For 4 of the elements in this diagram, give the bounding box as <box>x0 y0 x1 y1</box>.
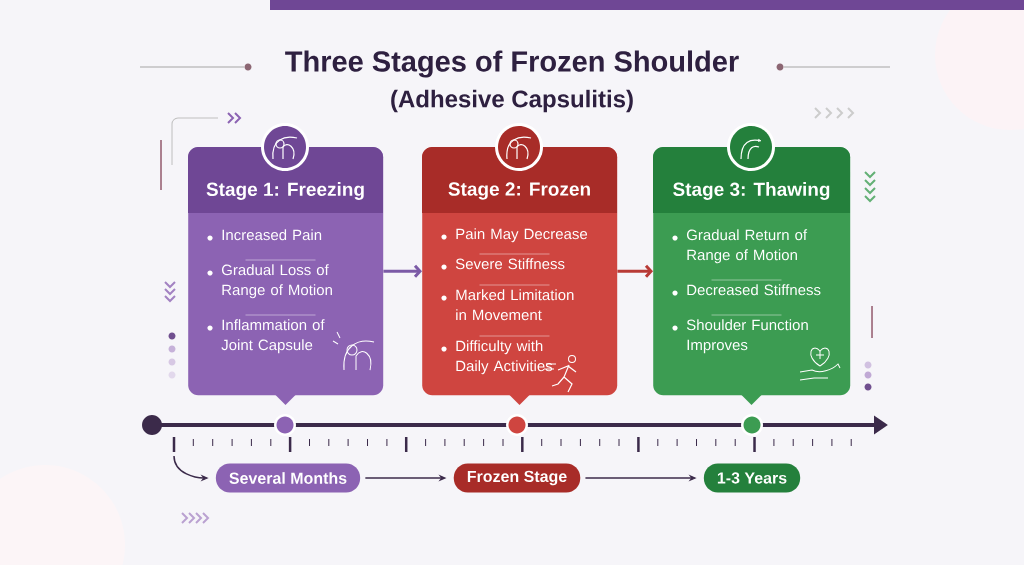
subtitle: (Adhesive Capsulitis) <box>391 89 633 113</box>
title: Three Stages of Frozen Shoulder <box>285 50 739 78</box>
arrow <box>383 264 422 278</box>
arrow <box>617 264 653 278</box>
